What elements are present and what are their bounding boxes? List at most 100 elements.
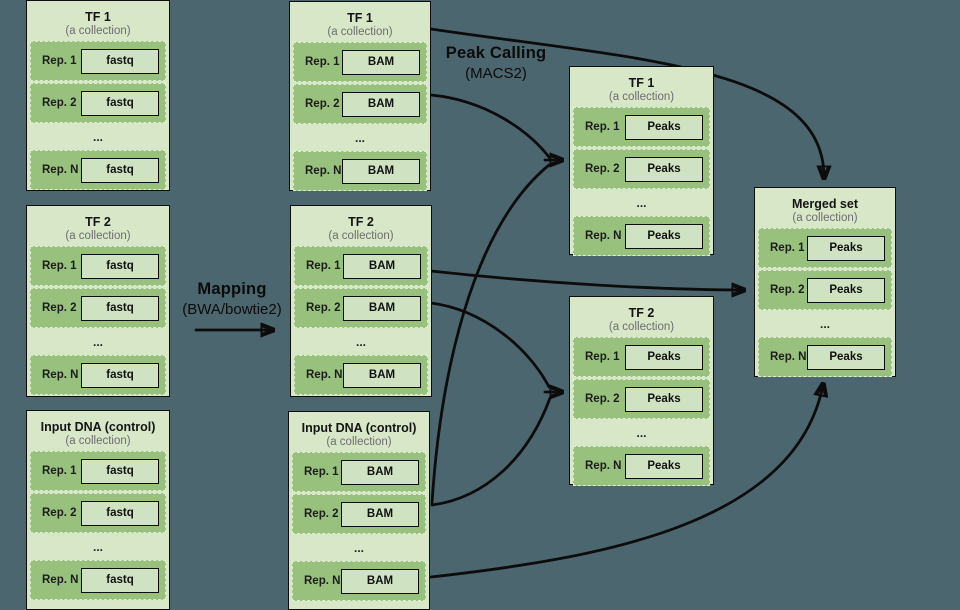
replicate-label: Rep. 2: [306, 302, 341, 314]
file-box: fastq: [81, 567, 159, 593]
file-box: BAM: [343, 362, 421, 388]
file-box: fastq: [81, 253, 159, 279]
rows-ellipsis: ...: [92, 539, 103, 554]
replicate-row: Rep. 2 fastq: [30, 493, 166, 533]
replicate-label: Rep. 1: [42, 465, 77, 477]
replicate-label: Rep. 1: [770, 242, 805, 254]
rows-ellipsis: ...: [636, 425, 647, 440]
collection-subtitle: (a collection): [608, 90, 675, 103]
file-box: Peaks: [625, 114, 703, 140]
replicate-label: Rep. 2: [305, 98, 340, 110]
arrow-bam-tf2-to-peaks-tf2: [429, 301, 551, 389]
file-box: BAM: [342, 91, 420, 117]
arrow-bam-input-to-peaks-tf1: [430, 163, 551, 505]
replicate-label: Rep. 2: [42, 97, 77, 109]
collection-subtitle: (a collection): [65, 229, 131, 242]
replicate-label: Rep. 1: [42, 55, 77, 67]
collection-header: Input DNA (control) (a collection): [289, 412, 429, 452]
file-box: Peaks: [625, 386, 703, 412]
file-box: fastq: [81, 362, 159, 388]
replicate-label: Rep. 2: [585, 163, 620, 175]
replicate-row: Rep. 1 fastq: [30, 41, 166, 81]
file-box: BAM: [343, 295, 421, 321]
file-box: fastq: [81, 500, 159, 526]
collection-header: Merged set (a collection): [755, 188, 895, 228]
file-box: Peaks: [625, 223, 703, 249]
file-box: Peaks: [625, 156, 703, 182]
replicate-label: Rep. N: [42, 164, 79, 176]
collection-bam-input-dna: Input DNA (control) (a collection) Rep. …: [288, 411, 430, 610]
rows-ellipsis: ...: [92, 129, 103, 144]
collection-title: Input DNA (control): [301, 420, 417, 435]
collection-subtitle: (a collection): [65, 434, 131, 447]
collection-title: TF 1: [85, 9, 111, 24]
replicate-label: Rep. N: [306, 369, 343, 381]
file-box: Peaks: [625, 453, 703, 479]
replicate-label: Rep. N: [770, 351, 807, 363]
replicate-row: Rep. 1 fastq: [30, 451, 166, 491]
replicate-label: Rep. 1: [585, 121, 620, 133]
rows-ellipsis: ...: [354, 130, 365, 145]
file-box: BAM: [342, 158, 420, 184]
peak-calling-tool: (MACS2): [465, 65, 527, 82]
file-box: Peaks: [807, 235, 885, 261]
collection-title: TF 2: [628, 305, 655, 320]
rows-ellipsis: ...: [353, 540, 364, 555]
collection-title: Merged set: [792, 196, 858, 211]
replicate-row: Rep. 2 Peaks: [573, 149, 710, 189]
replicate-label: Rep. N: [305, 165, 342, 177]
file-box: fastq: [81, 458, 159, 484]
file-box: fastq: [81, 295, 159, 321]
arrow-bam-tf1-to-peaks-tf1: [429, 93, 551, 159]
collection-header: TF 2 (a collection): [291, 206, 431, 246]
file-box: BAM: [341, 501, 419, 527]
replicate-label: Rep. N: [304, 575, 341, 587]
replicate-label: Rep. 1: [305, 56, 340, 68]
file-box: BAM: [343, 253, 421, 279]
replicate-label: Rep. N: [585, 230, 622, 242]
rows-ellipsis: ...: [355, 334, 366, 349]
replicate-label: Rep. 2: [770, 284, 805, 296]
file-box: fastq: [81, 48, 159, 74]
replicate-label: Rep. 1: [306, 260, 341, 272]
mapping-tool: (BWA/bowtie2): [182, 301, 282, 318]
replicate-label: Rep. 2: [42, 507, 77, 519]
arrow-bam-tf2-to-merged-left: [429, 269, 743, 290]
rows-ellipsis: ...: [819, 316, 830, 331]
collection-title: TF 1: [628, 75, 655, 90]
rows-ellipsis: ...: [92, 334, 103, 349]
replicate-label: Rep. N: [585, 460, 622, 472]
collection-subtitle: (a collection): [327, 25, 393, 38]
collection-title: TF 2: [348, 214, 374, 229]
collection-subtitle: (a collection): [328, 229, 394, 242]
file-box: BAM: [342, 49, 420, 75]
